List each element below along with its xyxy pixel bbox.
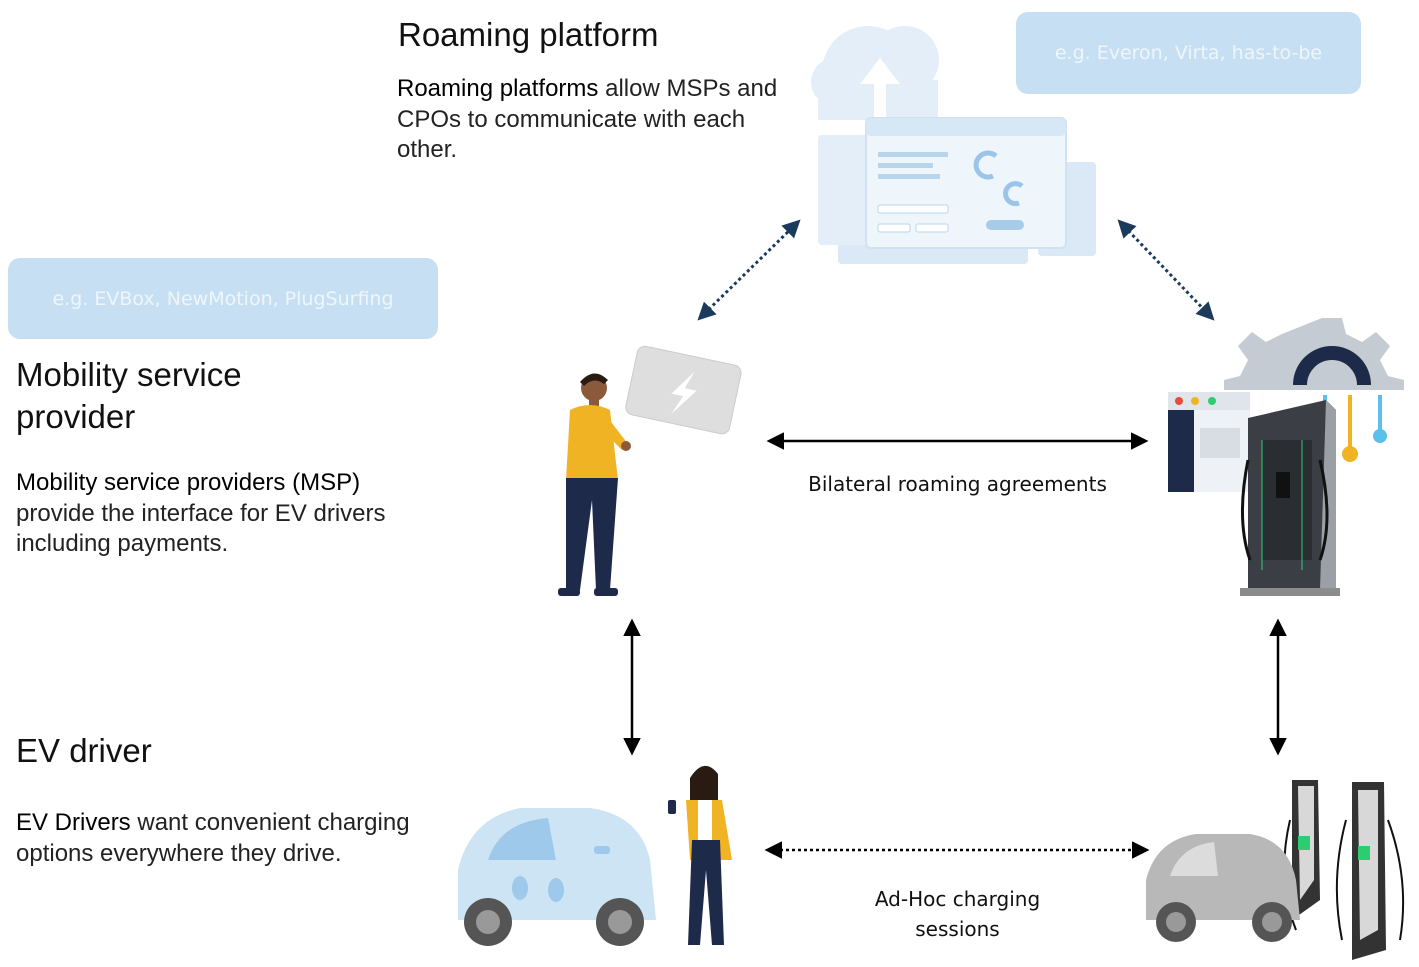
roaming-platform-title: Roaming platform <box>398 16 659 53</box>
msp-title-line2: provider <box>16 398 136 436</box>
roaming-cpo-arrow <box>1117 219 1215 321</box>
msp-example-box: e.g. EVBox, NewMotion, PlugSurfing <box>8 258 438 339</box>
adhoc-label-line1: Ad-Hoc charging <box>874 887 1041 911</box>
car-charging-station-illustration <box>1146 780 1405 960</box>
ev-driver-description: EV Drivers want convenient charging opti… <box>16 808 446 869</box>
ev-driver-lead: EV Drivers <box>16 809 131 836</box>
bilateral-label: Bilateral roaming agreements <box>808 472 1107 496</box>
roaming-platform-description: Roaming platforms allow MSPs and CPOs to… <box>397 74 797 166</box>
cloud-platform-icon <box>811 26 1096 264</box>
msp-lead: Mobility service providers (MSP) <box>16 469 361 496</box>
cpo-charger-illustration <box>1168 318 1404 596</box>
msp-desc: provide the interface for EV drivers inc… <box>16 499 386 558</box>
roaming-platform-desc: allow MSPs and CPOs to communicate with … <box>397 75 778 164</box>
adhoc-label-line2: sessions <box>915 917 1000 941</box>
ev-driver-person-illustration <box>668 765 732 945</box>
msp-title: Mobility service provider <box>16 354 242 438</box>
ev-driver-desc: want convenient charging options everywh… <box>16 809 410 867</box>
adhoc-label: Ad-Hoc charging sessions <box>840 884 1075 944</box>
msp-title-line1: Mobility service <box>16 356 242 393</box>
roaming-platform-lead: Roaming platforms <box>397 75 599 102</box>
ev-driver-title: EV driver <box>16 732 152 769</box>
ev-car-illustration <box>458 808 656 946</box>
msp-description: Mobility service providers (MSP) provide… <box>16 468 456 560</box>
msp-person-illustration <box>558 345 742 596</box>
roaming-msp-arrow <box>697 219 801 321</box>
roaming-example-box: e.g. Everon, Virta, has-to-be <box>1016 12 1361 94</box>
